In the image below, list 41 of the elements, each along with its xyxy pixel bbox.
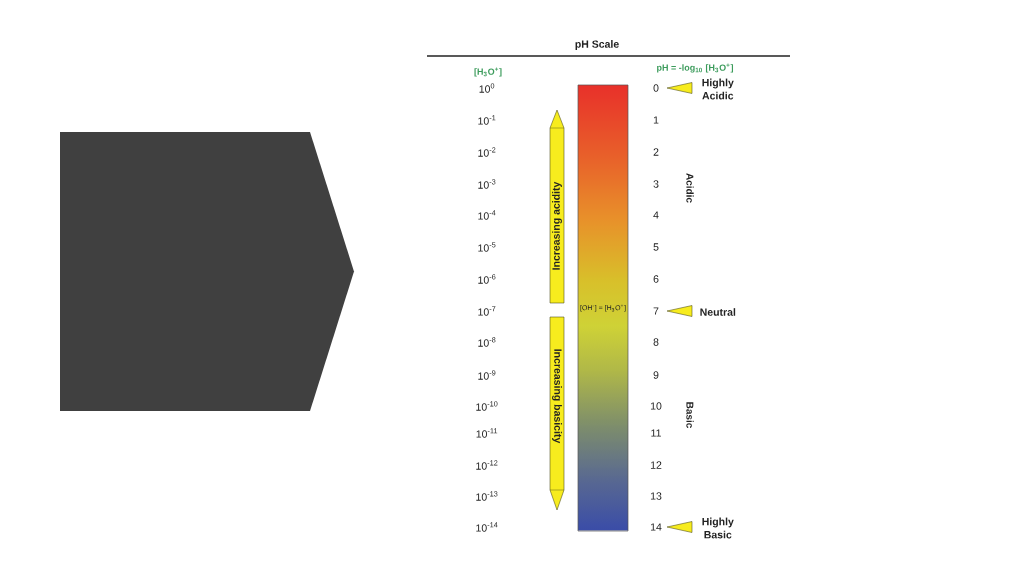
ph-value: 7: [653, 307, 659, 315]
concentration-value: 10$^{-12}$: [476, 460, 498, 470]
pentagon-shape: [60, 132, 354, 411]
concentration-value: 10$^{-4}$: [478, 210, 496, 220]
ph-value: 9: [653, 371, 659, 379]
concentration-value: 10$^{-8}$: [478, 337, 496, 347]
range-label: Highly Acidic: [702, 78, 734, 100]
concentration-value: 10$^{-7}$: [478, 306, 496, 316]
ph-value: 6: [653, 275, 659, 283]
ph-value: 2: [653, 148, 659, 156]
concentration-value: 10$^{-5}$: [478, 242, 496, 252]
concentration-value: 10$^{-10}$: [476, 401, 498, 411]
concentration-value: 10$^{-3}$: [478, 179, 496, 189]
concentration-value: 10$^{-11}$: [476, 428, 498, 438]
ph-value: 10: [650, 402, 662, 410]
concentration-value: 10$^{-6}$: [478, 274, 496, 284]
concentration-value: 10$^{-1}$: [478, 115, 496, 125]
concentration-value: 10$^{0}$: [479, 83, 495, 93]
pointed-banner: Increasing basicity: [549, 316, 565, 511]
ph-value: 3: [653, 180, 659, 188]
range-label: Basic: [686, 402, 694, 429]
concentration-value: 10$^{-2}$: [478, 147, 496, 157]
concentration-value: 10$^{-14}$: [476, 522, 498, 532]
ph-value: 5: [653, 243, 659, 251]
ph-value: 4: [653, 211, 659, 219]
title: pH Scale: [575, 40, 619, 50]
range-label: Neutral: [700, 308, 736, 316]
concentration-value: 10$^{-13}$: [476, 491, 498, 501]
ph-value: 11: [651, 429, 661, 437]
ph-value: 0: [653, 84, 659, 92]
column-header: [H$_{3}$O$^{+}$]: [474, 67, 502, 77]
concentration-value: 10$^{-9}$: [478, 370, 496, 380]
ph-value: 1: [653, 116, 659, 124]
column-header: pH = -log$_{10}$ [H$_{3}$O$^{+}$]: [657, 63, 733, 73]
pointed-banner: Increasing acidity: [549, 109, 565, 304]
range-label: Highly Basic: [702, 517, 734, 539]
ph-value: 12: [650, 461, 662, 469]
range-label: Acidic: [686, 173, 694, 203]
ph-value: 13: [650, 492, 662, 500]
ph-value: 14: [650, 523, 662, 531]
ph-value: 8: [653, 338, 659, 346]
